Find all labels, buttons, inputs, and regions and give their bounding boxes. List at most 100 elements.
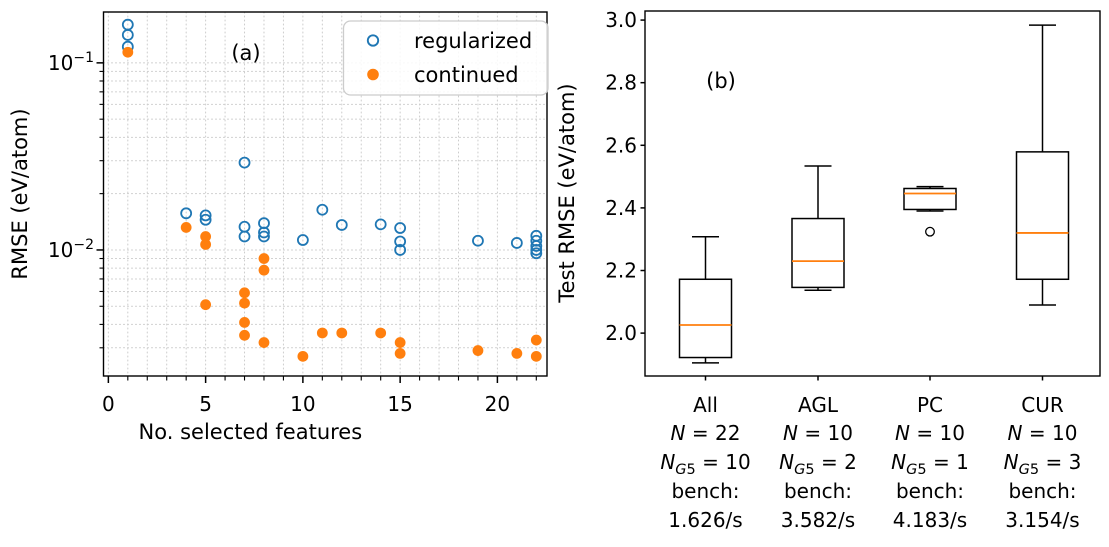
y-axis-tick-label: 2.2 bbox=[605, 259, 637, 283]
legend-continued-icon bbox=[367, 68, 379, 81]
scatter-point-regularized bbox=[374, 218, 387, 231]
category-bench-value: 4.183/s bbox=[893, 508, 967, 532]
scatter-point-regularized bbox=[258, 230, 270, 243]
scatter-point-continued bbox=[316, 327, 328, 339]
y-axis-tick-label: 2.0 bbox=[605, 321, 637, 345]
scatter-point-regularized bbox=[394, 244, 407, 256]
scatter-point-continued bbox=[239, 329, 250, 341]
category-n-label: N = 10 bbox=[783, 421, 853, 445]
x-axis-tick-label: 20 bbox=[485, 392, 510, 416]
scatter-point-continued bbox=[239, 297, 250, 309]
scatter-point-regularized bbox=[199, 209, 212, 222]
category-ng5-label: NG5 = 3 bbox=[1004, 450, 1082, 478]
legend-box bbox=[342, 20, 549, 96]
scatter-point-continued bbox=[511, 347, 523, 359]
category-ng5-label: NG5 = 1 bbox=[891, 450, 969, 478]
scatter-point-continued bbox=[375, 327, 387, 339]
panel-a-annotation: (a) bbox=[231, 41, 260, 65]
category-label: PC bbox=[917, 393, 943, 417]
y-axis-tick-label: 10−2 bbox=[48, 237, 94, 262]
x-axis-tick-label: 10 bbox=[290, 392, 315, 416]
scatter-point-continued bbox=[297, 350, 309, 362]
box-rect bbox=[678, 278, 733, 359]
scatter-point-regularized bbox=[199, 213, 212, 226]
scatter-point-regularized bbox=[394, 222, 407, 234]
scatter-point-regularized bbox=[238, 230, 251, 243]
outlier-point bbox=[925, 226, 935, 237]
box-rect bbox=[791, 217, 845, 289]
scatter-point-regularized bbox=[238, 220, 251, 233]
scatter-point-regularized bbox=[394, 235, 407, 248]
scatter-point-regularized bbox=[530, 247, 543, 260]
panel-b-ylabel: Test RMSE (eV/atom) bbox=[555, 83, 579, 303]
scatter-point-continued bbox=[200, 239, 212, 250]
scatter-point-regularized bbox=[258, 226, 270, 239]
category-label: AGL bbox=[798, 393, 839, 417]
category-ng5-label: NG5 = 10 bbox=[660, 450, 750, 478]
legend-label-continued: continued bbox=[414, 63, 519, 87]
category-bench-value: 1.626/s bbox=[668, 508, 742, 532]
scatter-point-continued bbox=[239, 317, 250, 328]
legend-marker-undefined bbox=[366, 34, 380, 47]
category-n-label: N = 10 bbox=[1008, 421, 1078, 445]
category-label: CUR bbox=[1021, 393, 1064, 417]
box-rect bbox=[903, 187, 957, 211]
panel-a-ylabel: RMSE (eV/atom) bbox=[8, 108, 32, 279]
scatter-point-regularized bbox=[316, 203, 329, 216]
scatter-point-continued bbox=[336, 327, 348, 339]
scatter-point-continued bbox=[394, 347, 406, 359]
scatter-point-regularized bbox=[510, 237, 523, 249]
series-continued bbox=[122, 46, 542, 362]
scatter-point-regularized bbox=[180, 207, 193, 220]
y-axis-tick-label: 2.6 bbox=[605, 133, 637, 157]
scatter-point-regularized bbox=[296, 234, 309, 246]
scatter-point-continued bbox=[200, 299, 212, 311]
scatter-point-regularized bbox=[530, 240, 543, 252]
scatter-point-continued bbox=[122, 46, 134, 58]
x-axis-tick-label: 0 bbox=[102, 392, 115, 416]
panel-b-plot-border bbox=[644, 10, 1101, 377]
category-n-label: N = 10 bbox=[895, 421, 965, 445]
legend: regularized continued bbox=[342, 20, 549, 96]
panel-a-xlabel: No. selected features bbox=[139, 420, 363, 444]
y-axis-tick-label: 2.4 bbox=[605, 196, 637, 220]
scatter-point-continued bbox=[200, 231, 212, 242]
scatter-point-continued bbox=[394, 337, 406, 348]
series-regularized bbox=[121, 18, 543, 260]
y-axis-tick-label: 3.0 bbox=[605, 8, 637, 32]
category-ng5-label: NG5 = 2 bbox=[779, 450, 857, 478]
legend-label-regularized: regularized bbox=[414, 29, 532, 53]
scatter-point-continued bbox=[258, 253, 270, 264]
panel-b-annotation: (b) bbox=[706, 69, 736, 93]
y-axis-tick-label: 10−1 bbox=[48, 50, 94, 75]
scatter-point-continued bbox=[258, 337, 270, 348]
y-axis-tick-label: 2.8 bbox=[605, 71, 637, 95]
x-axis-tick-label: 15 bbox=[387, 392, 412, 416]
scatter-point-continued bbox=[530, 334, 542, 346]
category-bench-label: bench: bbox=[671, 479, 739, 503]
scatter-point-regularized bbox=[335, 219, 348, 231]
scatter-point-regularized bbox=[121, 29, 134, 41]
scatter-point-continued bbox=[530, 350, 542, 362]
scatter-point-continued bbox=[258, 264, 270, 276]
scatter-point-continued bbox=[180, 221, 192, 233]
scatter-point-regularized bbox=[530, 244, 543, 256]
scatter-point-continued bbox=[472, 345, 484, 356]
category-bench-label: bench: bbox=[896, 479, 964, 503]
box-rect bbox=[1015, 151, 1070, 281]
category-bench-value: 3.582/s bbox=[781, 508, 855, 532]
category-bench-label: bench: bbox=[1008, 479, 1076, 503]
category-bench-value: 3.154/s bbox=[1005, 508, 1079, 532]
category-label: All bbox=[693, 393, 718, 417]
scatter-point-regularized bbox=[472, 234, 484, 247]
scatter-point-regularized bbox=[238, 156, 251, 169]
category-bench-label: bench: bbox=[784, 479, 852, 503]
scatter-point-continued bbox=[239, 287, 250, 299]
x-axis-tick-label: 5 bbox=[199, 392, 212, 416]
